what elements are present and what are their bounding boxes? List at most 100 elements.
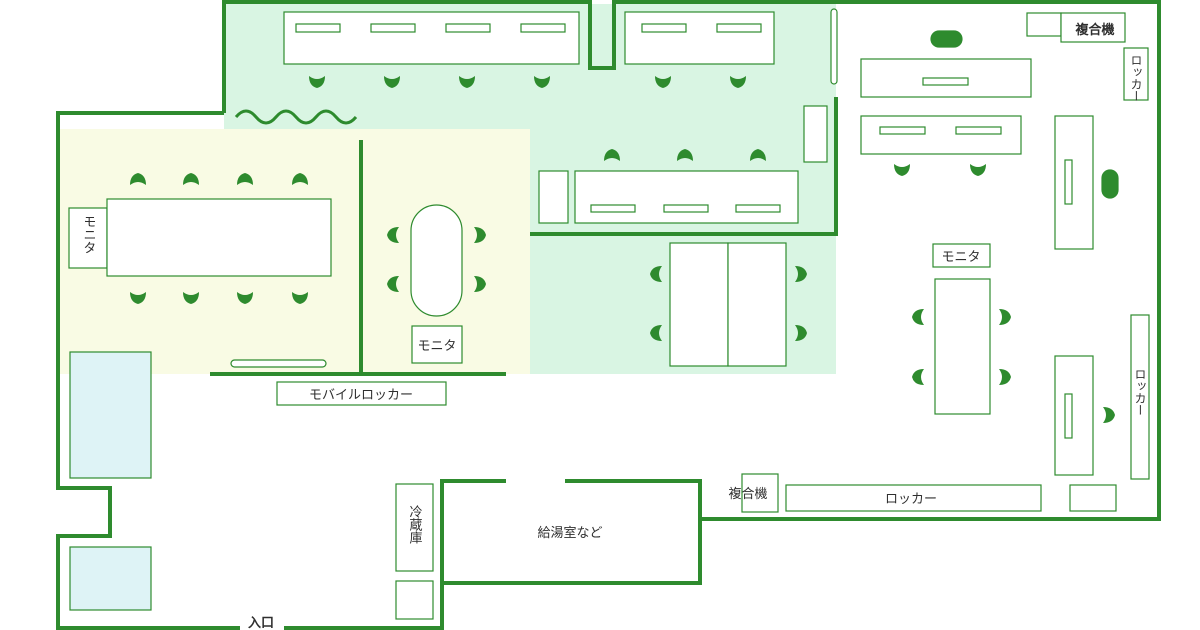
mfp-top-label-box [1060, 12, 1126, 43]
outer-wall-bottom-right [284, 583, 444, 630]
chair [384, 76, 400, 88]
chair [292, 173, 308, 185]
desk-vertical-lower [1054, 355, 1094, 476]
monitor-bar [590, 204, 636, 213]
chair [999, 369, 1011, 385]
chair [730, 76, 746, 88]
chair [894, 164, 910, 176]
fridge-box [395, 483, 434, 572]
monitor-bar-vertical [1064, 393, 1073, 439]
monitor-bar [955, 126, 1002, 135]
chair [309, 76, 325, 88]
chair [1103, 407, 1115, 423]
mobile-locker-box [276, 381, 447, 406]
chair [655, 76, 671, 88]
labels: 複合機 ロッカー モニタ モニタ モニタ モバイルロッカー ロッカー 複合機 ロ… [81, 22, 1148, 630]
chair-right-desk [894, 164, 986, 176]
chair-oval-table [387, 227, 486, 292]
chair [387, 227, 399, 243]
monitor-bar [879, 126, 926, 135]
monitor-box-center [411, 325, 463, 364]
chair [795, 325, 807, 341]
chair-row-meeting-top [130, 173, 308, 185]
monitor-bar [520, 23, 566, 33]
label-kitchen: 給湯室など [537, 525, 602, 541]
table-left-half [669, 242, 729, 367]
chair [999, 309, 1011, 325]
monitor-bar [295, 23, 341, 33]
partition-slim [830, 8, 838, 85]
chair-double-table [650, 266, 807, 341]
chair-row-top-left [309, 76, 746, 88]
mfp-bottom-box [741, 473, 779, 513]
monitor-bar [716, 23, 762, 33]
monitor-bar [641, 23, 687, 33]
monitor-bar [922, 77, 969, 86]
partition-right [530, 97, 838, 236]
desk-top-middle [624, 11, 775, 65]
label-mfp-top: 複合機 [1074, 22, 1114, 38]
monitor-box-left [68, 207, 108, 269]
chair [677, 149, 693, 161]
chair [130, 292, 146, 304]
label-entrance: 入口 [248, 616, 274, 630]
chair [650, 325, 662, 341]
table-right-half [727, 242, 787, 367]
meeting-table-large [106, 198, 332, 277]
mfp-top-box [1026, 12, 1062, 37]
chair [650, 266, 662, 282]
walls [56, 0, 1161, 630]
cabinet-small [538, 170, 569, 224]
plant-top [930, 30, 963, 48]
monitor-bar-vertical [1064, 159, 1073, 205]
chair [130, 173, 146, 185]
locker-top-right-box [1123, 47, 1149, 101]
chair [970, 164, 986, 176]
monitor-bar [445, 23, 491, 33]
kitchen-wall-right [565, 479, 702, 519]
storage-box [395, 580, 434, 620]
chair [237, 173, 253, 185]
chair-row-meeting-bottom [130, 292, 308, 304]
chair [795, 266, 807, 282]
furniture [68, 8, 1150, 620]
meeting-table-right [934, 278, 991, 415]
oval-meeting-table [410, 204, 463, 317]
chair [183, 173, 199, 185]
counter-bar [230, 359, 327, 368]
locker-bottom-box [785, 484, 1042, 512]
chair-right-meeting [912, 309, 1115, 423]
chair [237, 292, 253, 304]
chair-row-middle [604, 149, 766, 161]
locker-right-vertical-box [1130, 314, 1150, 480]
label-locker-bottom: ロッカー [885, 492, 937, 507]
chair [474, 227, 486, 243]
chair [604, 149, 620, 161]
chair [912, 369, 924, 385]
chair [183, 292, 199, 304]
desk-top-left [283, 11, 580, 65]
curtain-wave [234, 109, 358, 125]
cabinet-slim [803, 105, 828, 163]
monitor-box-right [932, 243, 991, 268]
chair [912, 309, 924, 325]
monitor-bar [370, 23, 416, 33]
label-mobile-locker: モバイルロッカー [309, 388, 413, 403]
chair [387, 276, 399, 292]
label-mfp-bottom: 複合機 [728, 486, 767, 502]
desk-middle [574, 170, 799, 224]
outer-wall-lower-left [56, 111, 240, 630]
label-fridge: 冷蔵庫 [407, 505, 423, 544]
monitor-bar [735, 204, 781, 213]
plant-right [1101, 169, 1119, 199]
desk-vertical-upper [1054, 115, 1094, 250]
chair [292, 292, 308, 304]
label-monitor-center: モニタ [417, 339, 456, 354]
chair [750, 149, 766, 161]
chair [474, 276, 486, 292]
monitor-bar [663, 204, 709, 213]
zone-blue-lower [69, 546, 152, 611]
label-monitor-left: モニタ [81, 215, 96, 254]
label-monitor-right: モニタ [941, 250, 980, 265]
